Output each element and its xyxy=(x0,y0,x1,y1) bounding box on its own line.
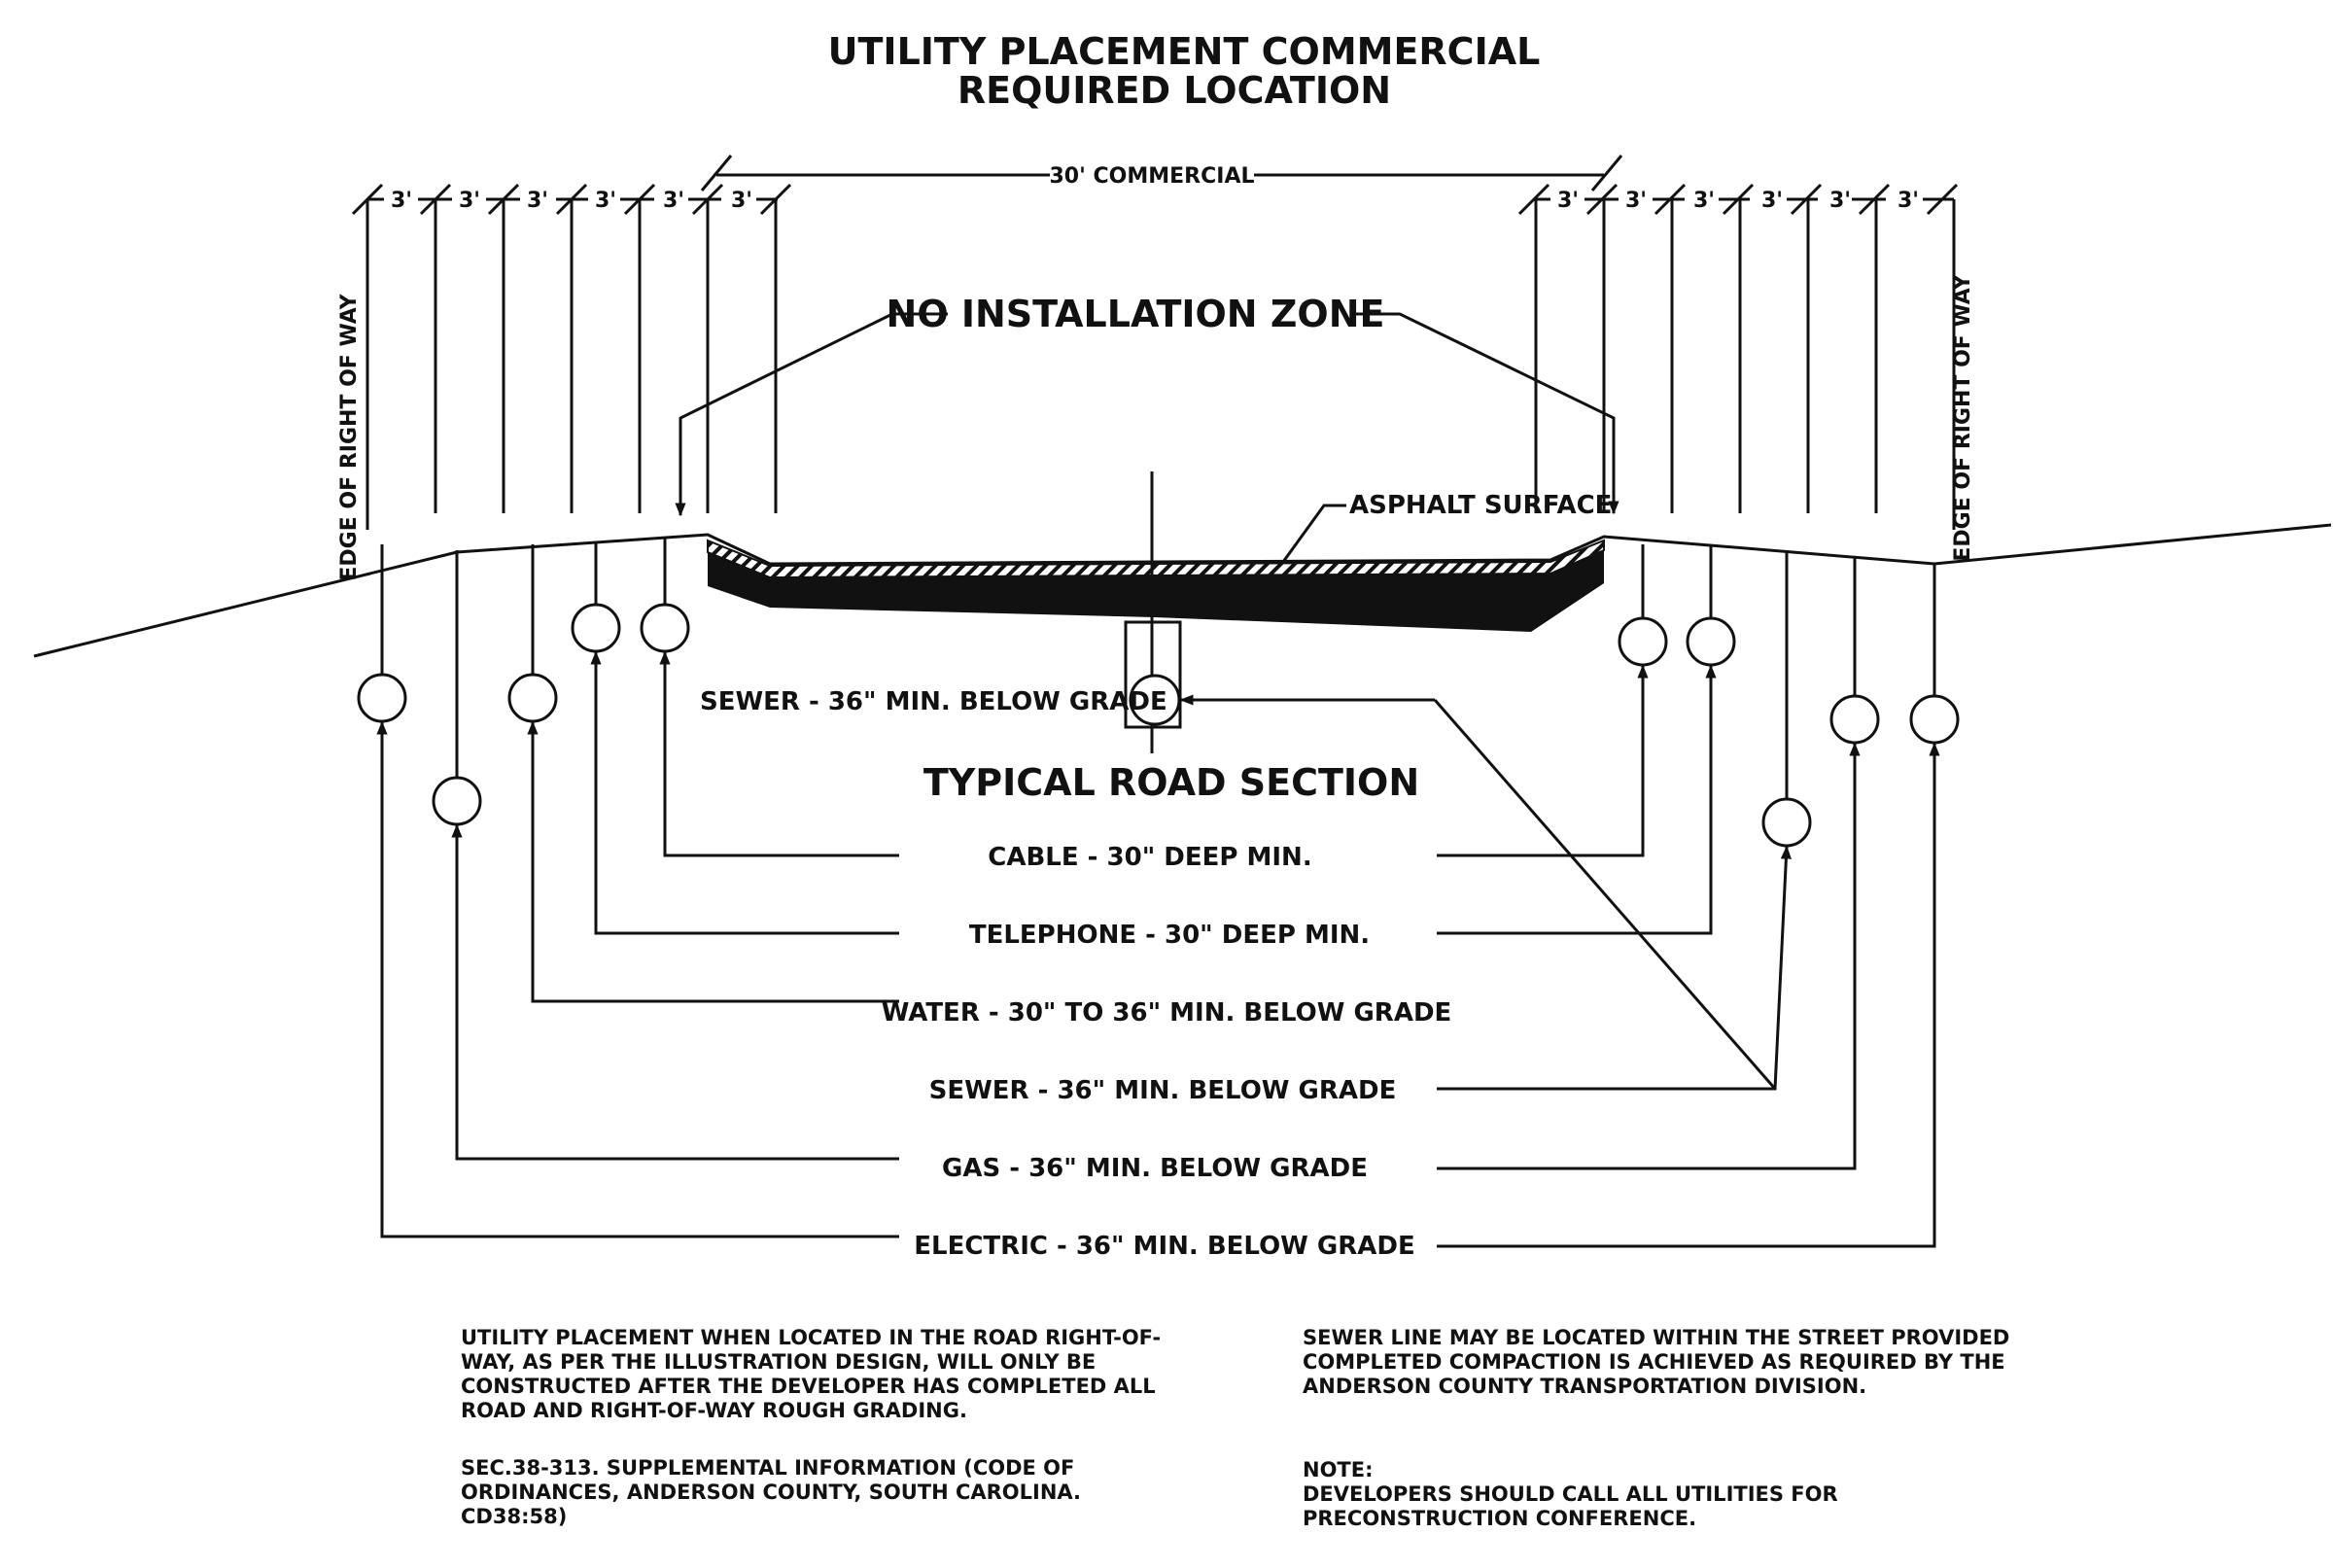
svg-text:3': 3' xyxy=(459,189,480,213)
title-line-1: UTILITY PLACEMENT COMMERCIAL xyxy=(828,30,1541,73)
cable-leader-right xyxy=(1437,664,1649,857)
cable-leader-left xyxy=(659,650,899,857)
utility-labels: CABLE - 30" DEEP MIN. TELEPHONE - 30" DE… xyxy=(882,843,1452,1261)
no-installation-zone-label: NO INSTALLATION ZONE xyxy=(887,293,1385,335)
electric-leader-right xyxy=(1437,742,1940,1248)
water-leader-left xyxy=(527,720,899,1003)
gas-pipe-right xyxy=(1829,694,1880,745)
cable-label: CABLE - 30" DEEP MIN. xyxy=(988,843,1311,872)
water-pipe-left xyxy=(507,673,558,723)
sewer-trench xyxy=(1124,620,1182,729)
asphalt-surface-label: ASPHALT SURFACE xyxy=(1349,491,1612,520)
sewer-leader-center xyxy=(1433,699,1777,1090)
note-code-reference: SEC.38-313. SUPPLEMENTAL INFORMATION (CO… xyxy=(461,1456,1082,1528)
utility-pipes xyxy=(357,603,1960,848)
electric-leader-left xyxy=(376,720,899,1238)
electric-pipe-left xyxy=(357,673,407,723)
note-preconstruction: NOTE: DEVELOPERS SHOULD CALL ALL UTILITI… xyxy=(1303,1458,1925,1531)
svg-text:3': 3' xyxy=(1693,189,1715,213)
utility-risers xyxy=(380,539,1936,799)
typical-road-section-title: TYPICAL ROAD SECTION xyxy=(923,761,1419,804)
title-line-2: REQUIRED LOCATION xyxy=(958,69,1391,112)
road-base xyxy=(708,544,1604,632)
sewer-pipe-right xyxy=(1761,797,1812,848)
ground-line xyxy=(33,523,2332,658)
note-sewer-compaction: SEWER LINE MAY BE LOCATED WITHIN THE STR… xyxy=(1303,1326,2010,1398)
spacing-marks-right xyxy=(1517,183,1959,216)
utility-leaders xyxy=(376,650,1940,1248)
asphalt-leader xyxy=(1281,504,1346,563)
sewer-leader-right xyxy=(1437,845,1792,1091)
gas-pipe-left xyxy=(432,776,482,826)
note-heading: NOTE: xyxy=(1303,1458,1374,1481)
gas-leader-right xyxy=(1437,742,1861,1170)
spacing-labels-right: 3' 3' 3' 3' 3' 3' xyxy=(1557,189,1919,213)
commercial-dimension xyxy=(700,155,1623,192)
telephone-pipe-right xyxy=(1686,616,1736,667)
telephone-leader-right xyxy=(1437,664,1717,935)
telephone-pipe-left xyxy=(571,603,621,653)
no-installation-zone-arrows xyxy=(675,312,1619,517)
sewer-pipe-center xyxy=(1129,674,1181,726)
electric-pipe-right xyxy=(1909,694,1960,745)
svg-text:3': 3' xyxy=(527,189,548,213)
cable-pipe-right xyxy=(1618,616,1668,667)
gas-label: GAS - 36" MIN. BELOW GRADE xyxy=(942,1154,1368,1183)
sewer-label: SEWER - 36" MIN. BELOW GRADE xyxy=(929,1076,1397,1105)
reference-lines xyxy=(366,199,1956,530)
gas-leader-left xyxy=(451,823,899,1161)
sewer-center-label: SEWER - 36" MIN. BELOW GRADE xyxy=(700,687,1167,716)
edge-of-right-of-way-left: EDGE OF RIGHT OF WAY xyxy=(337,293,362,580)
svg-text:3': 3' xyxy=(1625,189,1647,213)
edge-of-right-of-way-right: EDGE OF RIGHT OF WAY xyxy=(1951,273,1975,561)
commercial-dimension-label: 30' COMMERCIAL xyxy=(1050,164,1255,189)
telephone-label: TELEPHONE - 30" DEEP MIN. xyxy=(969,921,1370,950)
svg-text:3': 3' xyxy=(1761,189,1783,213)
svg-text:3': 3' xyxy=(1898,189,1919,213)
svg-text:3': 3' xyxy=(1557,189,1579,213)
note-body: DEVELOPERS SHOULD CALL ALL UTILITIES FOR… xyxy=(1303,1482,1838,1530)
svg-text:3': 3' xyxy=(595,189,616,213)
svg-text:3': 3' xyxy=(663,189,684,213)
water-label: WATER - 30" TO 36" MIN. BELOW GRADE xyxy=(882,998,1452,1028)
note-grading: UTILITY PLACEMENT WHEN LOCATED IN THE RO… xyxy=(461,1326,1162,1422)
svg-text:3': 3' xyxy=(391,189,412,213)
spacing-labels-left: 3' 3' 3' 3' 3' 3' xyxy=(391,189,752,213)
telephone-leader-left xyxy=(590,650,899,935)
electric-label: ELECTRIC - 36" MIN. BELOW GRADE xyxy=(914,1232,1414,1261)
asphalt-surface xyxy=(707,539,1605,579)
svg-text:3': 3' xyxy=(731,189,752,213)
svg-text:3': 3' xyxy=(1829,189,1851,213)
cable-pipe-left xyxy=(640,603,690,653)
